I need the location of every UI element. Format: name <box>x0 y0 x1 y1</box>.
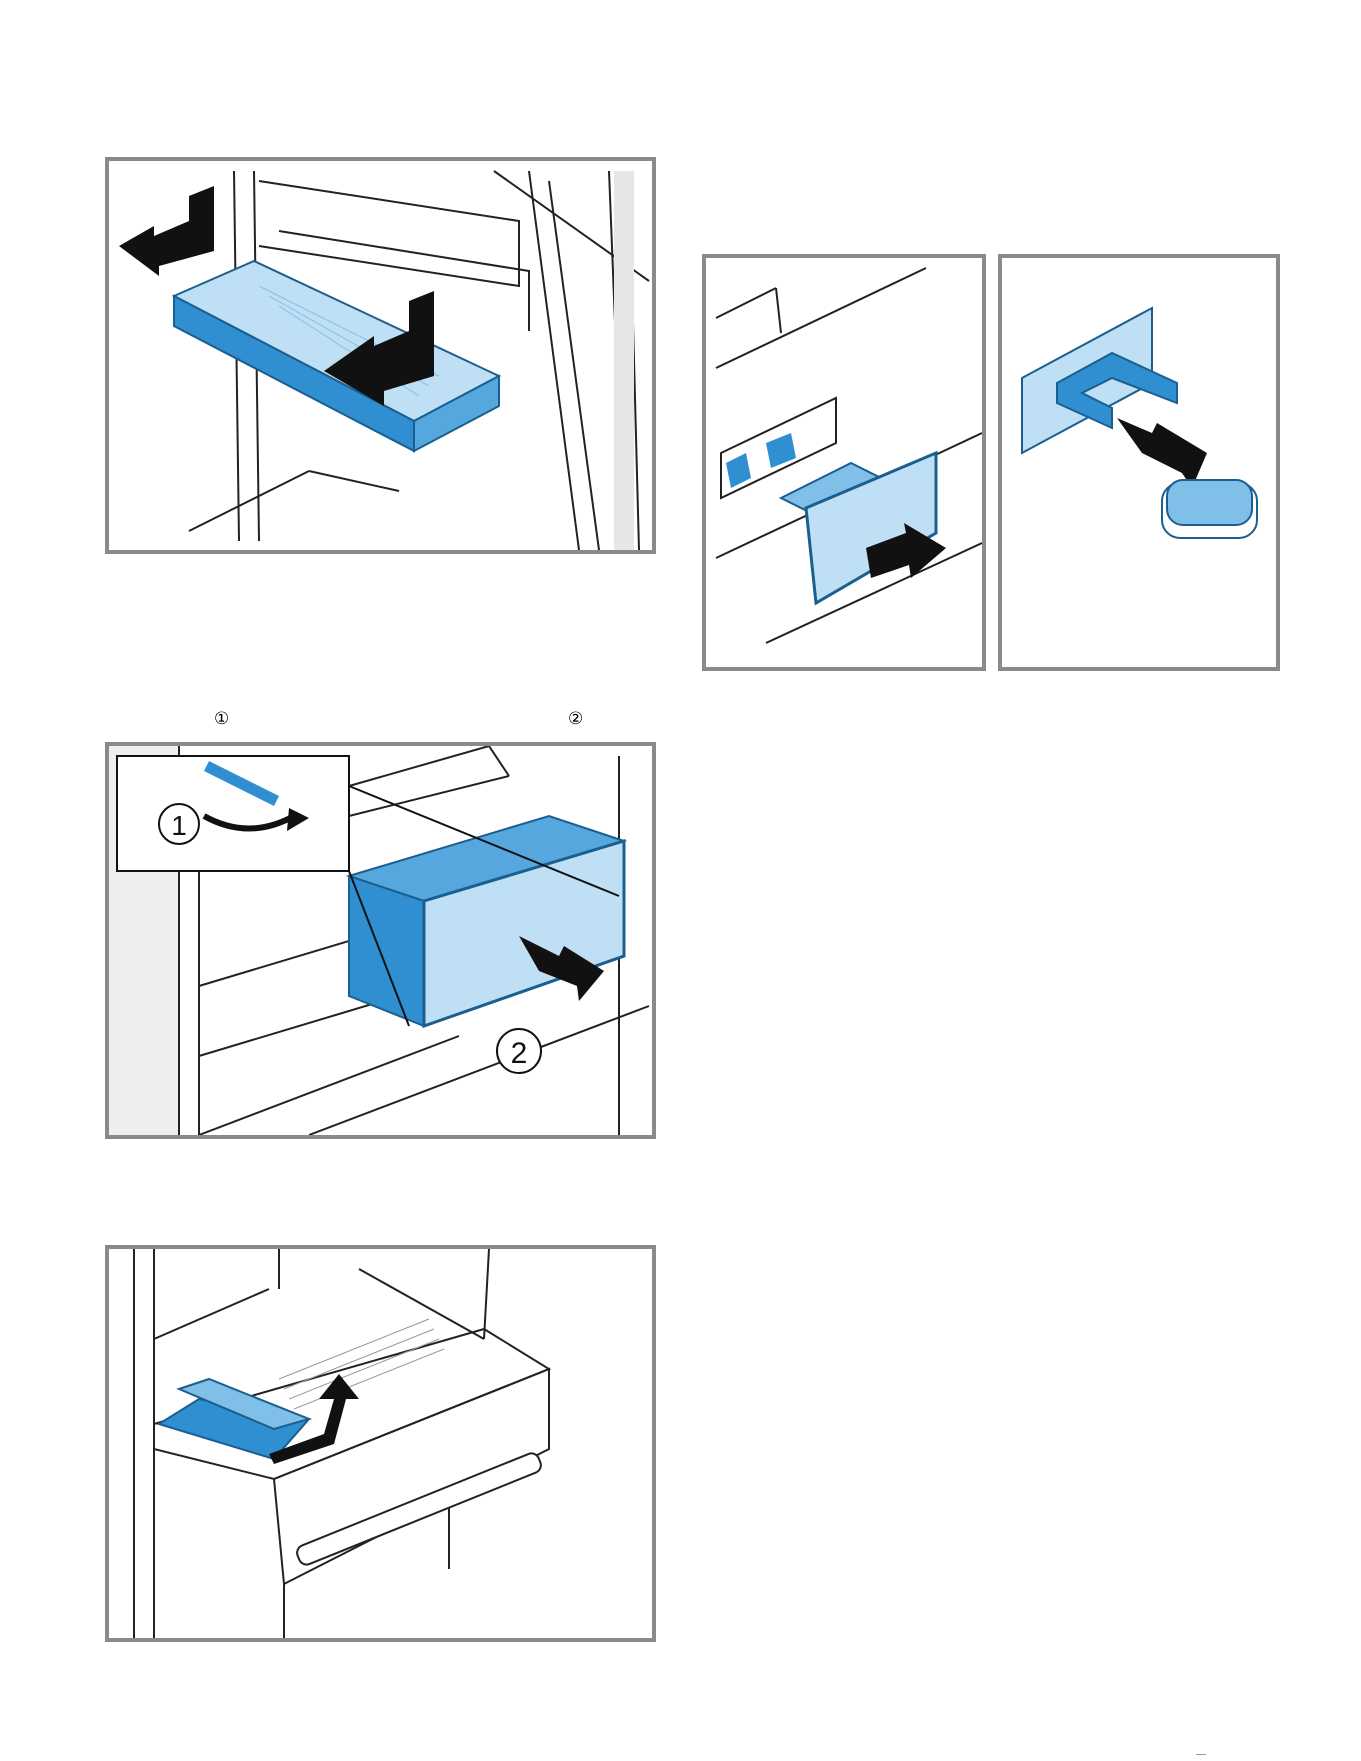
filter-cartridge-illustration <box>1002 258 1276 667</box>
step-2-marker: ② <box>568 711 583 728</box>
drawer-removal-illustration: 1 2 <box>109 746 652 1135</box>
step-1-callout: 1 <box>159 804 199 844</box>
shelf-removal-illustration <box>109 161 652 550</box>
step-1-marker: ① <box>214 711 229 728</box>
cartridge <box>1162 480 1257 538</box>
freezer-insert-illustration <box>109 1249 652 1638</box>
svg-text:1: 1 <box>171 810 187 841</box>
filter-housing-illustration <box>706 258 982 667</box>
pull-arrow <box>1117 418 1207 488</box>
drawer-removal-figure: 1 2 <box>105 742 656 1139</box>
filter-cartridge-figure <box>998 254 1280 671</box>
basket <box>174 261 499 451</box>
svg-text:2: 2 <box>511 1037 528 1070</box>
shelf-removal-figure <box>105 157 656 554</box>
filter-housing-figure <box>702 254 986 671</box>
blue-insert <box>159 1379 309 1459</box>
page-mark <box>1196 1754 1206 1758</box>
arrow-left-up <box>119 186 214 276</box>
freezer-insert-figure <box>105 1245 656 1642</box>
step-2-callout: 2 <box>497 1029 541 1073</box>
